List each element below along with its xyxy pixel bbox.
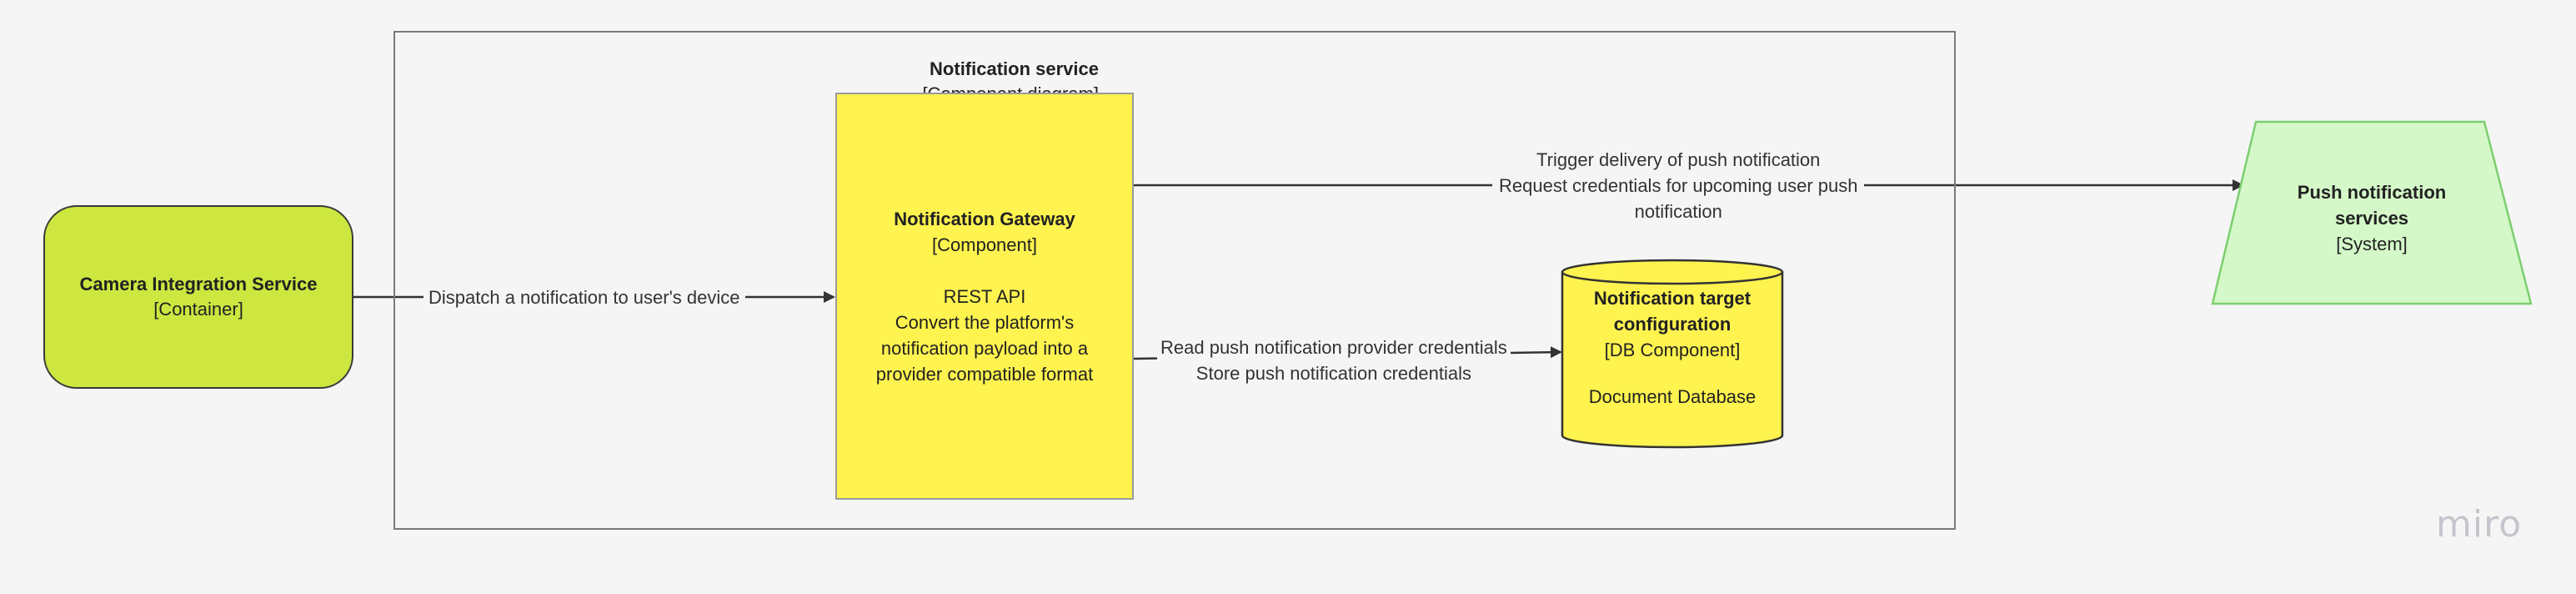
db-node-tech: Document Database	[1588, 386, 1757, 407]
edge-label-push-line1: Trigger delivery of push notification	[1536, 149, 1821, 170]
gateway-node-title: Notification Gateway	[894, 208, 1075, 229]
service-boundary[interactable]	[393, 31, 1956, 530]
db-node-title: Notification target configuration	[1593, 288, 1752, 335]
notification-gateway-node[interactable]: Notification Gateway [Component] REST AP…	[835, 93, 1134, 500]
push-node-type: [System]	[2336, 233, 2408, 254]
edge-label-db-line2: Store push notification credentials	[1195, 363, 1471, 384]
gateway-node-tech: REST API	[943, 285, 1026, 307]
notification-target-db-node[interactable]: Notification target configuration [DB Co…	[1561, 285, 1784, 435]
edge-label-db-line1: Read push notification provider credenti…	[1160, 337, 1507, 358]
db-cylinder-shape	[1561, 259, 1784, 449]
gateway-node-description: Convert the platform's notification payl…	[875, 311, 1094, 385]
miro-watermark-logo: miro	[2436, 503, 2523, 546]
edge-label-gateway-to-db: Read push notification provider credenti…	[1157, 335, 1511, 386]
db-node-type: [DB Component]	[1604, 340, 1741, 360]
boundary-title-text: Notification service	[930, 58, 1099, 79]
push-node-title: Push notification services	[2297, 181, 2447, 229]
camera-integration-service-node[interactable]: Camera Integration Service [Container]	[43, 205, 353, 389]
camera-node-title: Camera Integration Service	[79, 274, 318, 294]
edge-label-camera-to-gateway: Dispatch a notification to user's device	[423, 284, 745, 310]
edge-label-gateway-to-push: Trigger delivery of push notification Re…	[1492, 147, 1865, 224]
push-system-shape	[2211, 120, 2533, 305]
gateway-node-type: [Component]	[932, 234, 1037, 255]
edge-label-push-line2: Request credentials for upcoming user pu…	[1499, 175, 1858, 196]
edge-label-push-line3: notification	[1634, 201, 1722, 222]
camera-node-type: [Container]	[153, 299, 243, 320]
push-notification-services-node[interactable]: Push notification services [System]	[2234, 172, 2509, 264]
